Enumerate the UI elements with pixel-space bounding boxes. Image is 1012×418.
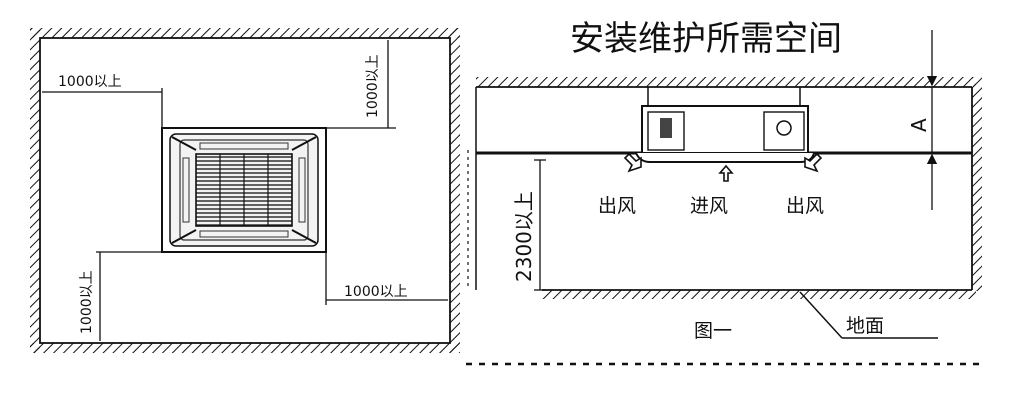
plan-wall-left	[30, 28, 40, 353]
label-inlet: 进风	[690, 195, 728, 217]
plan-dim-top-right: 1000以上	[365, 54, 381, 118]
ceiling-slab	[476, 77, 976, 87]
cassette-unit-top-view	[161, 127, 327, 253]
label-ceiling-gap: A	[907, 118, 931, 132]
section-wall-right	[972, 77, 982, 291]
inlet-arrow	[718, 164, 734, 182]
height-dimension	[534, 159, 546, 291]
plan-wall-right	[450, 28, 460, 353]
plan-dim-left-top: 1000以上	[58, 74, 122, 90]
ground-leader	[799, 291, 843, 339]
label-outlet-right: 出风	[786, 195, 824, 217]
plan-dimensions	[42, 40, 448, 341]
figure-label: 图一	[694, 320, 732, 342]
cassette-unit-side-view	[635, 87, 815, 163]
plan-wall-bottom	[30, 343, 460, 353]
label-outlet-left: 出风	[598, 195, 636, 217]
outlet-right-arrow	[804, 152, 823, 173]
plan-view: 1000以上 1000以上 1000以上 1000以上	[30, 28, 460, 353]
label-height: 2300以上	[512, 191, 536, 282]
plan-room-boundary	[39, 37, 451, 344]
section-view: 安装维护所需空间 出风 进风 出风	[466, 19, 982, 366]
airflow-arrows	[623, 152, 823, 182]
ground-label: 地面	[846, 315, 884, 337]
floor-hatch	[542, 290, 976, 299]
diagram-title: 安装维护所需空间	[570, 19, 842, 59]
plan-wall-top	[30, 28, 460, 38]
plan-dim-bottom-right: 1000以上	[344, 284, 408, 300]
plan-dim-bottom-left: 1000以上	[79, 270, 95, 334]
outlet-left-arrow	[623, 152, 642, 173]
